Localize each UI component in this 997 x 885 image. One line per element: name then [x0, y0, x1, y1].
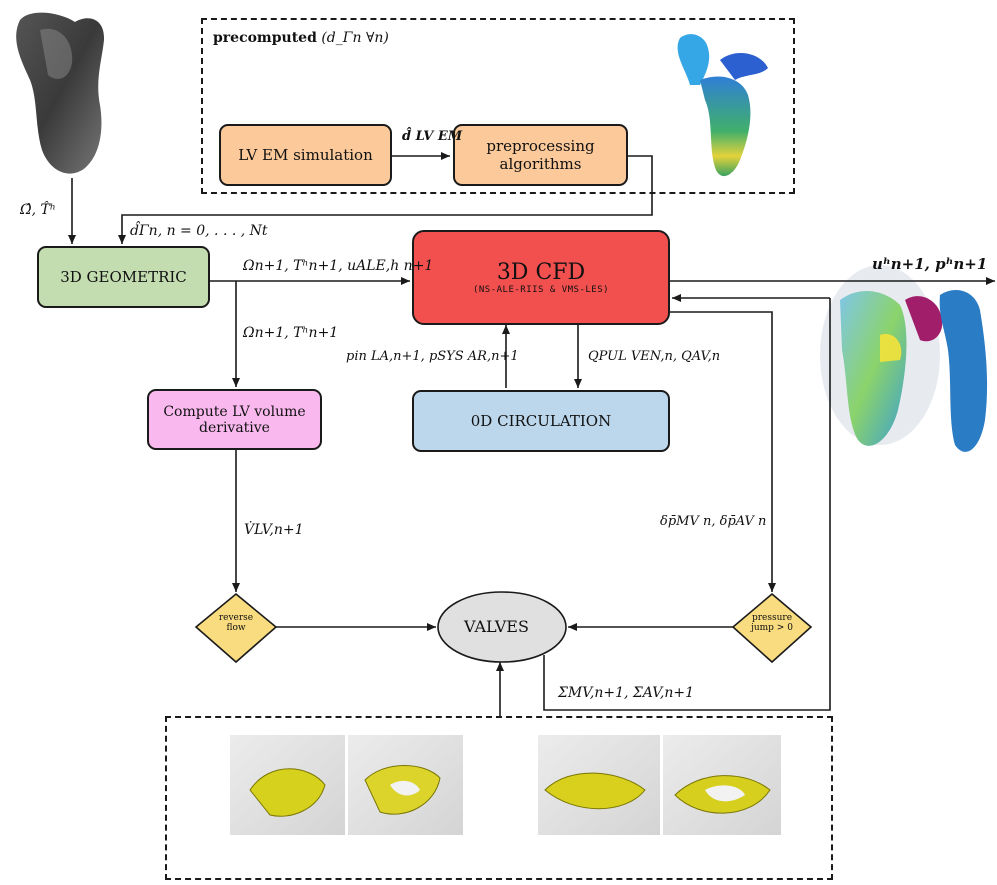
valve-images-frame	[165, 716, 833, 880]
lv-volume-label-1: Compute LV volume	[163, 403, 306, 420]
valves-label: VALVES	[464, 617, 529, 636]
lv-volume-label-2: derivative	[199, 419, 270, 436]
lv-em-simulation-label: LV EM simulation	[238, 146, 373, 164]
v-dot-label: V̇LV,n+1	[244, 522, 304, 538]
preprocessing-box: preprocessing algorithms	[453, 124, 628, 186]
preprocessing-label-1: preprocessing	[486, 137, 595, 155]
d-gamma-label: d̂Γn, n = 0, . . . , Nt	[130, 223, 268, 239]
valve-images	[230, 735, 781, 835]
cfd-subtitle: (NS-ALE-RIIS & VMS-LES)	[472, 285, 610, 295]
delta-p-label: δp̄MV n, δp̄AV n	[660, 514, 767, 529]
omega-tau-label: Ω̂, T̂ʰ	[20, 202, 56, 218]
preprocessing-label-2: algorithms	[499, 155, 582, 173]
geo-to-cfd-label: Ωn+1, Tʰn+1, uALE,h n+1	[243, 258, 434, 274]
reverse-flow-diamond	[194, 592, 278, 664]
cfd-result-image	[820, 265, 988, 452]
lv-displacement-image	[677, 34, 768, 177]
d-lv-em-label: d̂ LV EM	[402, 129, 463, 144]
precomputed-title: precomputed (d_Γn ∀n)	[213, 30, 389, 46]
cfd-box: 3D CFD (NS-ALE-RIIS & VMS-LES)	[412, 230, 670, 325]
cfd-output-label: uʰn+1, pʰn+1	[872, 255, 988, 273]
geometric-label: 3D GEOMETRIC	[60, 268, 187, 286]
circulation-label: 0D CIRCULATION	[470, 412, 612, 430]
lv-volume-box: Compute LV volume derivative	[147, 389, 322, 450]
q-ven-av-label: QPUL VEN,n, QAV,n	[588, 349, 721, 364]
precomputed-frame	[201, 18, 795, 194]
circulation-box: 0D CIRCULATION	[412, 390, 670, 452]
connectors	[68, 152, 995, 718]
sigma-label: ΣMV,n+1, ΣAV,n+1	[558, 685, 694, 701]
geo-to-vol-label: Ωn+1, Tʰn+1	[243, 325, 339, 341]
lv-mesh-image	[16, 12, 105, 174]
cfd-title: 3D CFD	[496, 260, 586, 285]
pressure-jump-diamond	[731, 592, 813, 664]
geometric-box: 3D GEOMETRIC	[37, 246, 210, 308]
valves-ellipse	[437, 591, 567, 663]
lv-em-simulation-box: LV EM simulation	[219, 124, 392, 186]
p-la-ar-label: pin LA,n+1, pSYS AR,n+1	[346, 349, 519, 364]
